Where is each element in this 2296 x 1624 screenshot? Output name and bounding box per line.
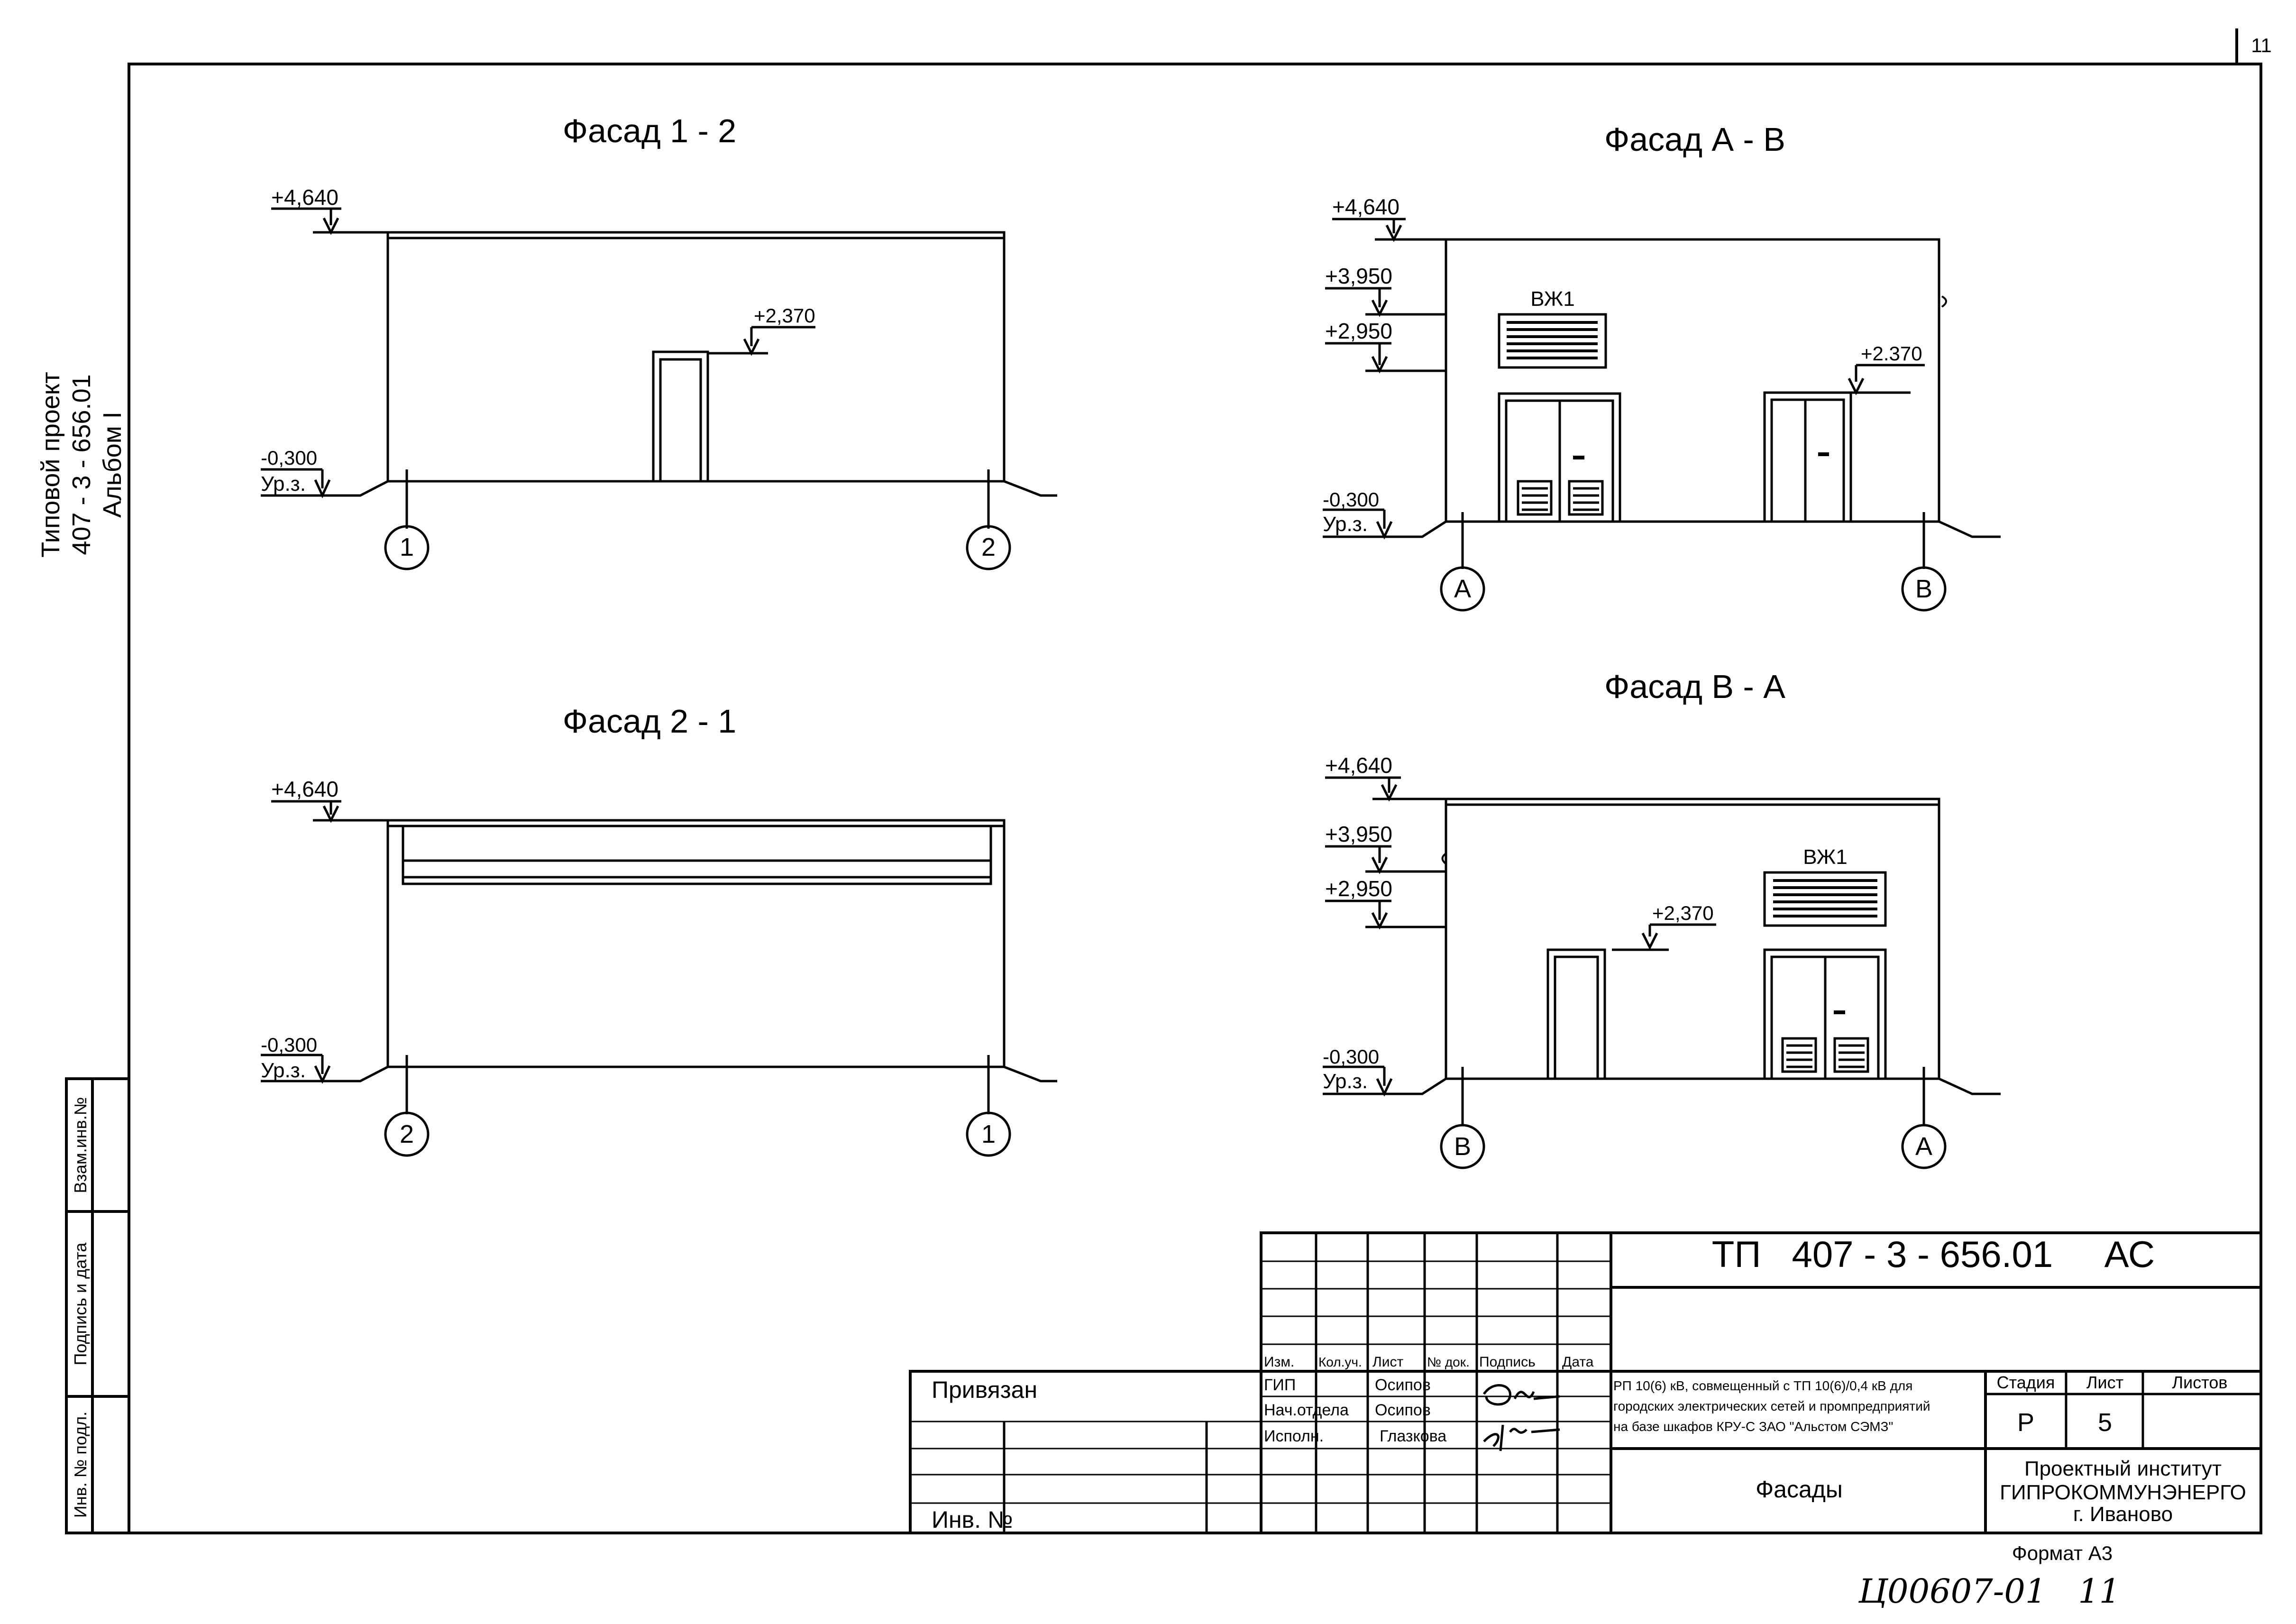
title-block-drawing-name: Фасады [1756, 1476, 1843, 1503]
signature-marks [1482, 1384, 1560, 1451]
header-podpis: Подпись [1479, 1354, 1536, 1370]
facade-2-1-title: Фасад 2 - 1 [563, 703, 736, 740]
side-stamp-podp: Подпись и дата [71, 1242, 90, 1366]
title-block-description: РП 10(6) кВ, совмещенный с ТП 10(6)/0,4 … [1613, 1378, 1930, 1434]
facade-a-b-mark-door: +2.370 [1861, 342, 1922, 365]
facade-a-b: Фасад А - В [1323, 121, 2001, 612]
facade-b-a-grille: ВЖ1 [1803, 845, 1847, 869]
side-stamp-zam: Взам.инв.№ [71, 1097, 90, 1193]
side-label-line3: Альбом I [98, 412, 127, 518]
title-block-code: ТП 407 - 3 - 656.01 АС [1712, 1233, 2155, 1275]
role-nach: Нач.отдела [1264, 1401, 1349, 1419]
facade-b-a-axis-left: В [1454, 1132, 1471, 1161]
name-ispoln: Глазкова [1380, 1427, 1446, 1445]
facade-b-a-ground-label: Ур.з. [1323, 1070, 1368, 1093]
facade-1-2-ground-label: Ур.з. [261, 472, 306, 495]
title-block-inv-no: Инв. № [932, 1506, 1013, 1533]
facade-1-2-axis-right: 2 [981, 533, 996, 561]
side-stamp-grid [65, 1077, 130, 1534]
sheet-frame [128, 63, 2262, 1534]
title-block-headers: Изм. Кол.уч. Лист № док. Подпись Дата [1264, 1354, 1594, 1370]
title-block-privyazan: Привязан [932, 1376, 1037, 1403]
facade-b-a-title: Фасад В - А [1604, 668, 1785, 705]
facade-b-a-mark-395: +3,950 [1325, 822, 1392, 846]
facade-b-a-mark-295: +2,950 [1325, 876, 1392, 901]
title-block-sheet: 5 [2098, 1408, 2112, 1437]
title-block-stage-header: Стадия [1997, 1373, 2055, 1392]
facade-a-b-mark-395: +3,950 [1325, 264, 1392, 288]
facade-2-1-ground-label: Ур.з. [261, 1059, 306, 1082]
facade-b-a-mark-ground: -0,300 [1323, 1046, 1379, 1068]
facade-b-a-mark-door: +2,370 [1652, 902, 1714, 924]
facade-2-1-axis-right: 1 [981, 1120, 996, 1148]
side-label-line2: 407 - 3 - 656.01 [67, 374, 96, 555]
description-line2: городских электрических сетей и промпред… [1613, 1399, 1930, 1413]
facade-a-b-ground-label: Ур.з. [1323, 513, 1368, 536]
facade-1-2: Фасад 1 - 2 [261, 112, 1057, 570]
header-list: Лист [1372, 1354, 1403, 1370]
handwritten-archive-number: Ц00607-01 11 [1858, 1572, 2120, 1611]
title-block-roles: ГИП Осипов Нач.отдела Осипов Исполн. Гла… [1264, 1376, 1446, 1445]
facade-b-a: Фасад В - А [1323, 668, 2001, 1169]
org-line2: ГИПРОКОММУНЭНЕРГО [2000, 1481, 2246, 1504]
facade-a-b-mark-295: +2,950 [1325, 319, 1392, 343]
side-label-line1: Типовой проект [37, 372, 65, 558]
title-block-grid [909, 1231, 2262, 1534]
facade-1-2-title: Фасад 1 - 2 [563, 112, 736, 149]
header-data: Дата [1562, 1354, 1594, 1370]
facade-a-b-axis-left: А [1454, 575, 1471, 603]
name-nach: Осипов [1375, 1401, 1431, 1419]
header-izm: Изм. [1264, 1354, 1294, 1370]
header-doc: № док. [1427, 1355, 1470, 1369]
format-label: Формат А3 [2012, 1542, 2113, 1564]
sheet-number: 11 [2251, 34, 2272, 56]
facade-2-1-axis-left: 2 [400, 1120, 414, 1148]
role-gip: ГИП [1264, 1376, 1296, 1394]
description-line1: РП 10(6) кВ, совмещенный с ТП 10(6)/0,4 … [1613, 1378, 1912, 1393]
name-gip: Осипов [1375, 1376, 1431, 1394]
facade-b-a-mark-top: +4,640 [1325, 753, 1392, 778]
facade-a-b-mark-top: +4,640 [1332, 194, 1400, 219]
facade-2-1-mark-ground: -0,300 [261, 1034, 317, 1056]
facade-a-b-axis-right: В [1915, 575, 1932, 603]
facade-2-1-mark-top: +4,640 [271, 777, 338, 801]
facade-1-2-mark-door: +2,370 [754, 304, 815, 327]
org-line1: Проектный институт [2024, 1457, 2222, 1480]
facade-1-2-mark-top: +4,640 [271, 185, 338, 210]
facade-1-2-mark-ground: -0,300 [261, 447, 317, 469]
title-block-org: Проектный институт ГИПРОКОММУНЭНЕРГО г. … [2000, 1457, 2246, 1526]
facade-a-b-title: Фасад А - В [1604, 121, 1785, 158]
facade-b-a-axis-right: А [1915, 1132, 1932, 1161]
title-block-stage: Р [2017, 1408, 2034, 1437]
org-line3: г. Иваново [2073, 1503, 2173, 1526]
facade-1-2-axis-left: 1 [400, 533, 414, 561]
side-stamp-inv: Инв. № подл. [71, 1412, 90, 1518]
header-kol-uch: Кол.уч. [1318, 1355, 1362, 1369]
title-block-sheet-header: Лист [2086, 1373, 2123, 1392]
facade-2-1: Фасад 2 - 1 +4,640 -0 [261, 703, 1057, 1157]
facade-a-b-mark-ground: -0,300 [1323, 488, 1379, 511]
side-label: Типовой проект 407 - 3 - 656.01 Альбом I [37, 372, 127, 558]
facade-a-b-grille: ВЖ1 [1530, 287, 1574, 311]
description-line3: на базе шкафов КРУ-С ЗАО "Альстом СЭМЗ" [1613, 1419, 1893, 1434]
role-ispoln: Исполн. [1264, 1427, 1324, 1445]
title-block-sheets-header: Листов [2172, 1373, 2228, 1392]
